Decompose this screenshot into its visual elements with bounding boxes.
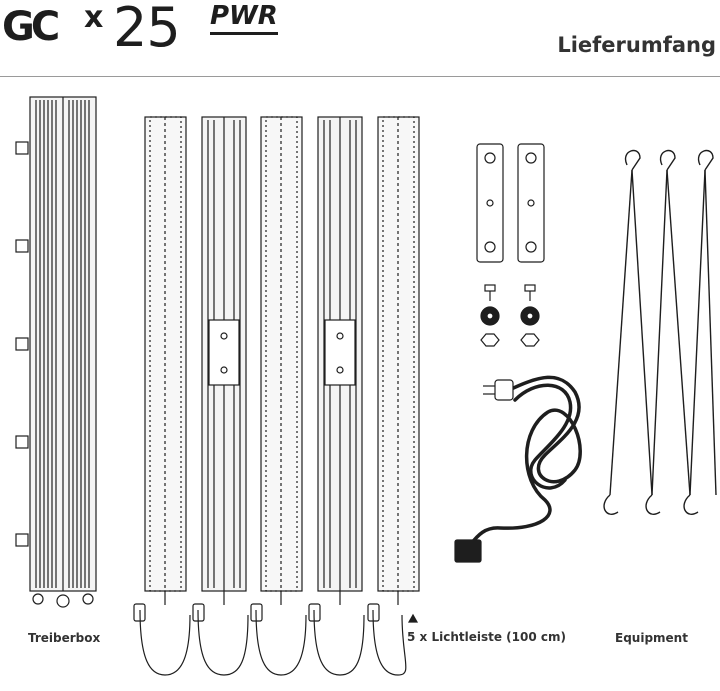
light-bar-4 (308, 116, 365, 676)
screw-set-icon (480, 284, 540, 347)
hanging-rope-set-icon (603, 149, 717, 515)
driver-box-label: Treiberbox (28, 631, 101, 645)
light-bar-5 (367, 116, 420, 676)
power-cable-icon (468, 375, 582, 547)
logo-suffix: PWR (210, 2, 278, 35)
light-bar-3 (250, 116, 307, 676)
light-bar-2 (192, 116, 249, 676)
power-plug-icon (454, 379, 514, 563)
equipment-label: Equipment (615, 631, 688, 645)
logo-number: 25 (113, 0, 181, 59)
page-title: Lieferumfang (557, 33, 716, 57)
brand-logo: GC x 25 PWR (0, 0, 300, 60)
header-divider (0, 76, 720, 77)
logo-letters: GC (2, 4, 60, 50)
mounting-bracket-icon (476, 143, 545, 263)
light-bars-label: 5 x Lichtleiste (100 cm) (407, 630, 566, 644)
driver-box-illustration (15, 96, 97, 608)
light-bar-1 (133, 116, 191, 676)
logo-x: x (84, 0, 104, 35)
